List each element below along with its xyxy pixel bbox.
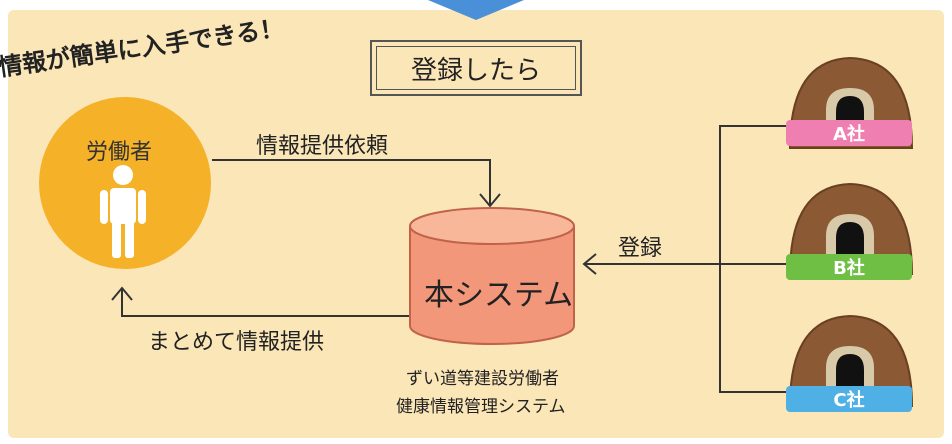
top-arrow-tip xyxy=(428,0,524,20)
request-arrow-line xyxy=(212,159,491,206)
system-cylinder xyxy=(409,207,575,345)
title-text: 登録したら xyxy=(376,46,576,90)
provide-arrow-head xyxy=(111,286,133,301)
register-connector xyxy=(582,125,790,393)
register-label: 登録 xyxy=(618,236,663,261)
worker-label: 労働者 xyxy=(86,140,153,165)
provide-label: まとめて情報提供 xyxy=(148,330,325,355)
system-caption-line2: 健康情報管理システム xyxy=(396,397,566,417)
provide-arrow-line xyxy=(121,288,410,317)
system-name: 本システム xyxy=(424,278,574,313)
request-arrow-head xyxy=(479,193,501,208)
system-caption-line1: ずい道等建設労働者 xyxy=(406,369,559,389)
company-tag-a: A社 xyxy=(786,120,912,146)
company-tag-b: B社 xyxy=(786,254,912,280)
request-label: 情報提供依頼 xyxy=(256,134,389,159)
title-box: 登録したら xyxy=(370,40,582,96)
person-icon xyxy=(100,165,146,258)
company-tag-c: C社 xyxy=(786,386,912,412)
